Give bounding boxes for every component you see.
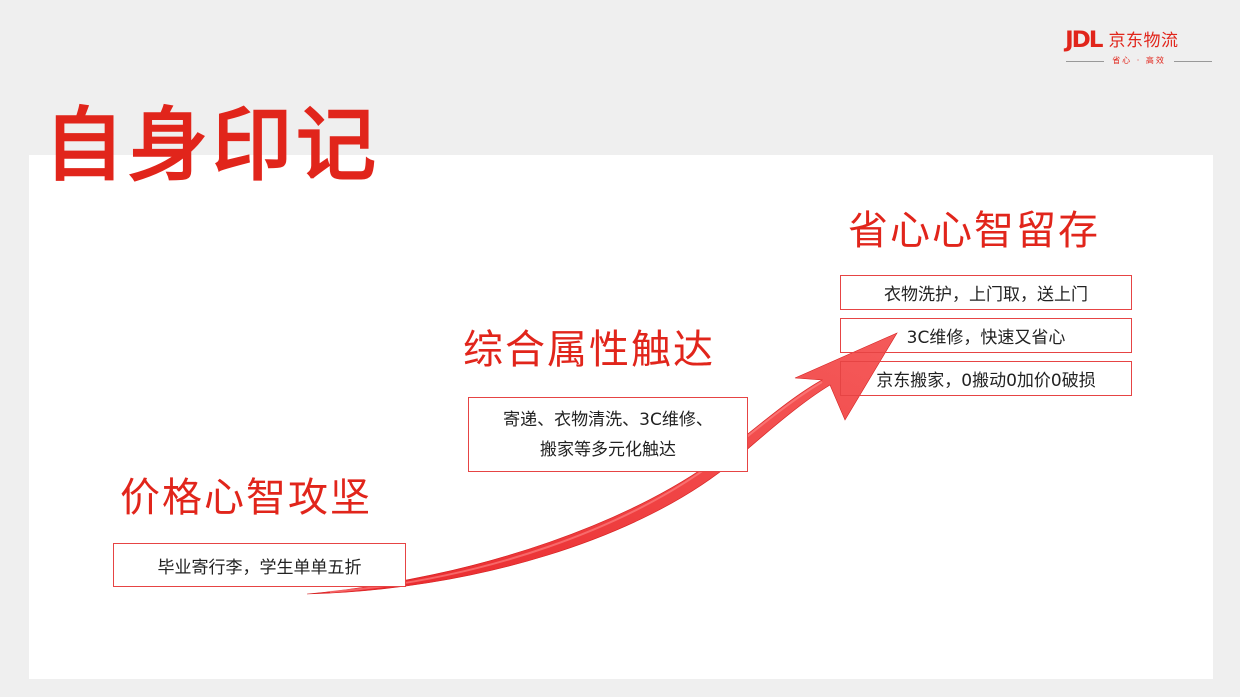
stage-item: 搬家等多元化触达: [540, 439, 676, 460]
page-title: 自身印记: [44, 99, 380, 192]
stage-title-price: 价格心智攻坚: [120, 475, 372, 521]
brand-slogan: 省心 · 高效: [1112, 56, 1166, 65]
stage-title-attributes: 综合属性触达: [463, 327, 715, 373]
stage-item: 京东搬家，0搬动0加价0破损: [876, 371, 1096, 391]
stage-item: 3C维修，快速又省心: [906, 328, 1066, 348]
divider: [1173, 60, 1213, 62]
stage-item: 衣物洗护，上门取，送上门: [884, 285, 1088, 305]
brand-name: 京东物流: [1108, 31, 1179, 51]
stage-title-retention: 省心心智留存: [848, 208, 1100, 254]
stage-box-retention-1: 衣物洗护，上门取，送上门: [840, 275, 1132, 310]
stage-box-price: 毕业寄行李，学生单单五折: [113, 543, 406, 587]
stage-item: 毕业寄行李，学生单单五折: [157, 557, 362, 578]
divider: [1066, 60, 1105, 62]
stage-item: 寄递、衣物清洗、3C维修、: [503, 409, 713, 430]
stage-box-retention-2: 3C维修，快速又省心: [840, 318, 1132, 353]
stage-box-retention-3: 京东搬家，0搬动0加价0破损: [840, 361, 1132, 396]
stage-box-attributes: 寄递、衣物清洗、3C维修、 搬家等多元化触达: [468, 397, 748, 472]
jdl-logo-mark: JDL: [1065, 28, 1103, 53]
jdl-logo: JDL 京东物流 省心 · 高效: [1065, 28, 1213, 68]
